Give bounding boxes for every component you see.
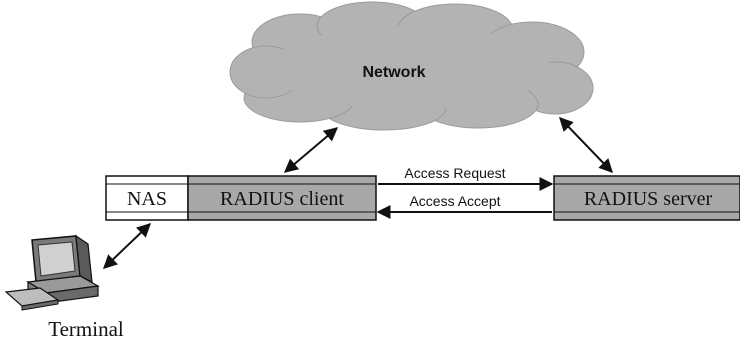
radius-client-box: RADIUS client [187, 175, 377, 221]
computer-icon [4, 234, 100, 311]
client-network-link [283, 127, 339, 173]
terminal-label: Terminal [48, 317, 124, 341]
terminal-nas-link [102, 223, 152, 269]
radius-server-label: RADIUS server [584, 188, 713, 210]
radius-client-label: RADIUS client [220, 188, 344, 210]
access-accept-label: Access Accept [409, 193, 500, 209]
access-request-label: Access Request [404, 165, 505, 181]
server-network-link [559, 116, 613, 174]
radius-server-box: RADIUS server [553, 175, 740, 221]
nas-box: NAS [105, 175, 189, 221]
nas-label: NAS [127, 188, 167, 210]
network-cloud: Network [229, 1, 594, 131]
network-label: Network [362, 64, 425, 81]
